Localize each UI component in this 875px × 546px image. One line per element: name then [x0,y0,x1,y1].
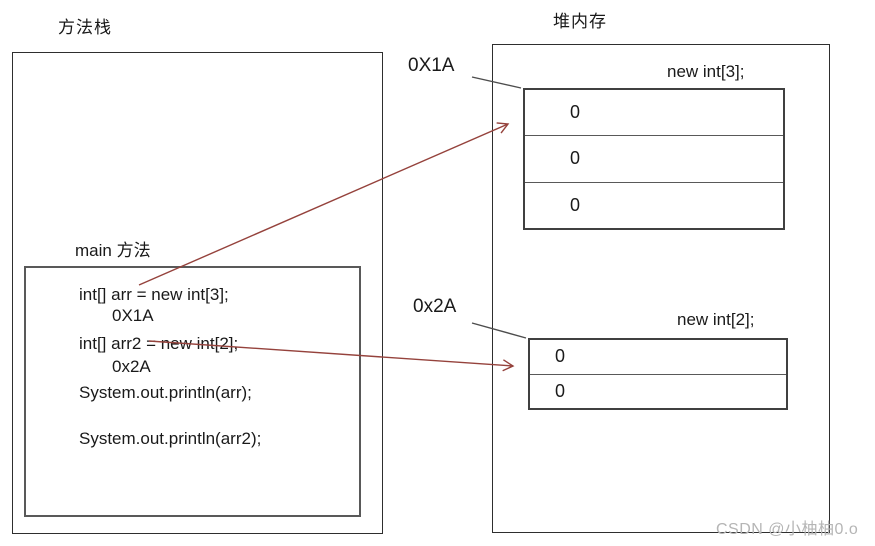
array-int3-box: 0 0 0 [523,88,785,230]
stack-title: 方法栈 [58,18,112,37]
array-cell: 0 [570,102,581,123]
code-line-arr2-declaration: int[] arr2 = new int[2]; [79,334,239,353]
heap-address-label-0x2a: 0x2A [413,296,457,317]
code-line-arr-declaration: int[] arr = new int[3]; [79,285,229,304]
array-cell: 0 [525,135,783,181]
array2-declaration-label: new int[2]; [677,310,755,329]
csdn-watermark: CSDN @小柚柚0.o [716,521,859,538]
array1-declaration-label: new int[3]; [667,62,745,81]
code-line-println-arr2: System.out.println(arr2); [79,429,262,448]
array-int2-box: 0 0 [528,338,788,410]
array-cell: 0 [525,181,783,228]
main-method-label: main 方法 [75,241,151,260]
heap-title: 堆内存 [553,12,607,31]
array-cell: 0 [530,373,786,409]
code-line-arr-address: 0X1A [112,306,154,325]
code-line-println-arr: System.out.println(arr); [79,383,252,402]
code-line-arr2-address: 0x2A [112,357,151,376]
array-cell: 0 [555,346,566,367]
main-method-frame: int[] arr = new int[3]; 0X1A int[] arr2 … [24,266,361,517]
heap-address-label-0x1a: 0X1A [408,55,455,76]
